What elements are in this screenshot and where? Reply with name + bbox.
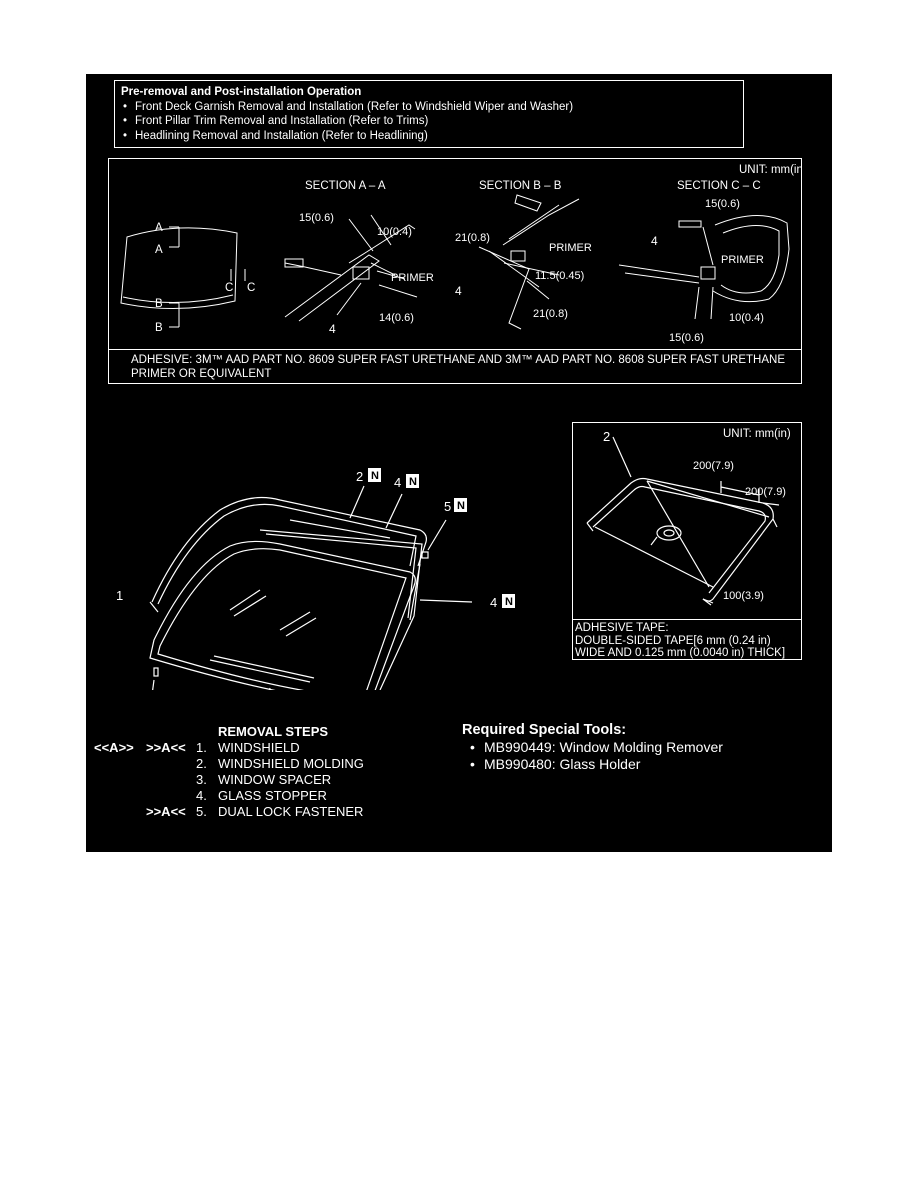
step-label: WINDSHIELD MOLDING [218, 756, 364, 771]
pre-removal-item: Front Deck Garnish Removal and Installat… [135, 100, 737, 115]
tape-adhesive-note: ADHESIVE TAPE: DOUBLE-SIDED TAPE[6 mm (0… [573, 619, 801, 659]
dimension-label: 21(0.8) [455, 232, 490, 244]
tape-detail-box: UNIT: mm(in) 2 200(7.9) 200(7.9) 100(3.9… [572, 422, 802, 660]
new-part-badge-text: N [371, 470, 379, 482]
section-unit-label: UNIT: mm(in) [739, 164, 801, 176]
adhesive-note: ADHESIVE: 3M™ AAD PART NO. 8609 SUPER FA… [109, 349, 801, 383]
pre-removal-title: Pre-removal and Post-installation Operat… [121, 86, 362, 98]
dimension-label: 200(7.9) [745, 486, 786, 498]
part-number-label: 4 [394, 475, 401, 490]
new-part-badge-text: N [457, 500, 465, 512]
new-part-badge [368, 468, 381, 482]
tool-item: MB990449: Window Molding Remover [484, 739, 723, 756]
new-part-badge-text: N [505, 596, 513, 608]
section-a-diagram [284, 214, 418, 322]
tool-item: MB990480: Glass Holder [484, 756, 723, 773]
dimension-label: 11.5(0.45) [535, 270, 584, 282]
step-number: 2. [196, 756, 207, 771]
pre-removal-item: Front Pillar Trim Removal and Installati… [135, 114, 737, 129]
part-number-label: 4 [329, 322, 336, 336]
step-label: DUAL LOCK FASTENER [218, 804, 364, 819]
part-number-label: 1 [116, 588, 123, 603]
cut-letter: C [225, 282, 233, 294]
step-label: WINDSHIELD [218, 740, 300, 755]
part-number-label: 4 [490, 595, 497, 610]
primer-label: PRIMER [391, 272, 434, 284]
primer-label: PRIMER [721, 254, 764, 266]
section-c-diagram [618, 214, 790, 320]
step-label: WINDOW SPACER [218, 772, 332, 787]
required-tools-list: MB990449: Window Molding Remover MB99048… [462, 739, 723, 773]
part-number-label: 4 [455, 284, 462, 298]
required-tools-title: Required Special Tools: [462, 722, 627, 738]
part-number-label: 2 [603, 429, 610, 444]
section-b-diagram [478, 194, 580, 330]
cut-letter: B [155, 322, 163, 334]
pre-removal-item: Headlining Removal and Installation (Ref… [135, 129, 737, 144]
dimension-label: 10(0.4) [729, 312, 764, 324]
step-number: 5. [196, 804, 207, 819]
dimension-label: 15(0.6) [299, 212, 334, 224]
windshield-overview-diagram [120, 226, 246, 328]
step-number: 4. [196, 788, 207, 803]
dimension-label: 21(0.8) [533, 308, 568, 320]
tape-adhesive-line: ADHESIVE TAPE: [575, 622, 669, 634]
part-number-label: 4 [651, 234, 658, 248]
section-b-title: SECTION B – B [479, 180, 562, 192]
tape-unit-label: UNIT: mm(in) [723, 428, 791, 440]
dimension-label: 10(0.4) [377, 226, 412, 238]
pre-removal-box: Pre-removal and Post-installation Operat… [114, 80, 744, 148]
step-post-mark: >>A<< [146, 740, 186, 755]
step-post-mark: >>A<< [146, 804, 186, 819]
dimension-label: 100(3.9) [723, 590, 764, 602]
new-part-badge [406, 474, 419, 488]
pre-removal-list: Front Deck Garnish Removal and Installat… [121, 100, 737, 144]
part-number-label: 5 [444, 499, 451, 514]
cut-letter: A [155, 244, 163, 256]
dimension-label: 15(0.6) [669, 332, 704, 344]
windshield-exploded-diagram: N N N N N 2 4 5 4 1 3 4 3 AC003762AB [116, 468, 515, 690]
cut-letter: B [155, 298, 163, 310]
dimension-label: 15(0.6) [705, 198, 740, 210]
section-c-title: SECTION C – C [677, 180, 761, 192]
tape-adhesive-line: WIDE AND 0.125 mm (0.0040 in) THICK] [575, 647, 786, 659]
cut-letter: C [247, 282, 255, 294]
new-part-badge [454, 498, 467, 512]
tape-adhesive-line: DOUBLE-SIDED TAPE[6 mm (0.24 in) [575, 634, 771, 647]
dimension-label: 14(0.6) [379, 312, 414, 324]
step-number: 1. [196, 740, 207, 755]
section-a-title: SECTION A – A [305, 180, 386, 192]
cut-letter: A [155, 222, 163, 234]
dimension-label: 200(7.9) [693, 460, 734, 472]
required-tools: Required Special Tools: MB990449: Window… [462, 722, 723, 773]
part-number-label: 2 [356, 469, 363, 484]
new-part-badge-text: N [409, 476, 417, 488]
step-pre-mark: <<A>> [94, 740, 134, 755]
step-label: GLASS STOPPER [218, 788, 327, 803]
new-part-badge [502, 594, 515, 608]
procedure-panel: Pre-removal and Post-installation Operat… [86, 74, 832, 852]
step-number: 3. [196, 772, 207, 787]
primer-label: PRIMER [549, 242, 592, 254]
section-diagrams: UNIT: mm(in) SECTION A – A SECTION B – B… [120, 164, 801, 344]
tape-detail-diagram: UNIT: mm(in) 2 200(7.9) 200(7.9) 100(3.9… [586, 428, 791, 606]
removal-steps-title: REMOVAL STEPS [218, 724, 329, 739]
section-diagrams-box: UNIT: mm(in) SECTION A – A SECTION B – B… [108, 158, 802, 384]
